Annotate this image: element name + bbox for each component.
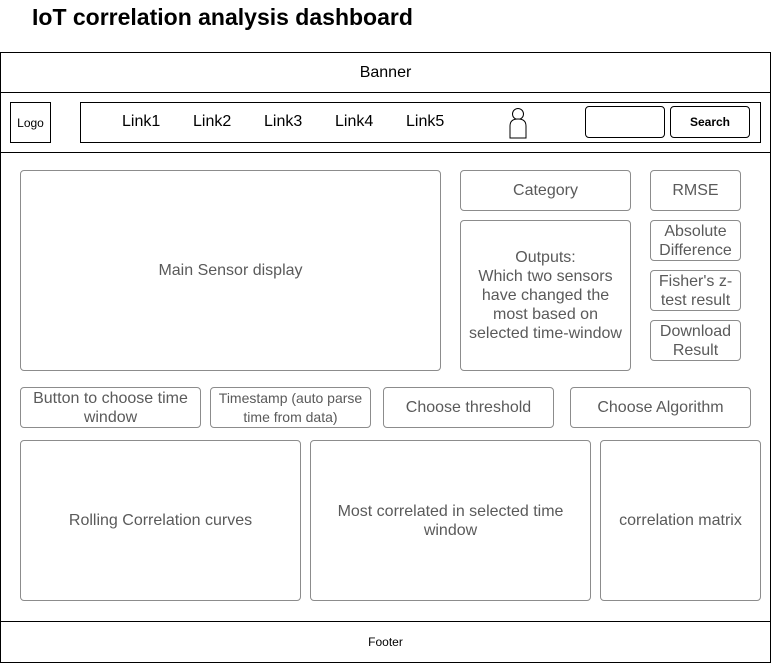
banner: Banner [0,52,771,93]
nav-link-2[interactable]: Link2 [193,113,232,130]
main-sensor-display: Main Sensor display [20,170,441,371]
user-icon[interactable] [507,106,529,139]
footer: Footer [0,622,771,662]
correlation-matrix-panel: correlation matrix [600,440,761,601]
logo[interactable]: Logo [10,102,51,143]
fisher-z-label: Fisher's z-test result [658,272,733,309]
nav-link-5[interactable]: Link5 [406,113,445,130]
fisher-z-button[interactable]: Fisher's z-test result [650,270,741,311]
download-result-label: Download Result [659,322,732,359]
footer-divider [0,621,771,622]
nav-link-4[interactable]: Link4 [335,113,374,130]
outputs-panel: Outputs: Which two sensors have changed … [460,220,631,371]
search-input[interactable] [585,106,665,138]
rolling-correlation-panel: Rolling Correlation curves [20,440,301,601]
correlation-matrix-label: correlation matrix [619,512,742,529]
algorithm-label: Choose Algorithm [597,399,724,416]
timestamp-field[interactable]: Timestamp (auto parse time from data) [210,387,371,428]
most-correlated-panel: Most correlated in selected time window [310,440,591,601]
nav-link-1[interactable]: Link1 [122,113,161,130]
main-sensor-display-label: Main Sensor display [158,262,303,279]
most-correlated-label: Most correlated in selected time window [337,502,564,539]
algorithm-button[interactable]: Choose Algorithm [570,387,751,428]
nav-link-3[interactable]: Link3 [264,113,303,130]
logo-label: Logo [17,115,44,130]
footer-label: Footer [368,635,403,649]
search-button[interactable]: Search [670,106,750,138]
rmse-label: RMSE [672,182,719,199]
time-window-label: Button to choose time window [33,389,188,426]
outputs-label: Outputs: Which two sensors have changed … [469,249,622,342]
page-title: IoT correlation analysis dashboard [32,4,413,30]
rolling-correlation-label: Rolling Correlation curves [68,512,253,529]
threshold-label: Choose threshold [405,399,532,416]
nav-divider [0,152,771,153]
download-result-button[interactable]: Download Result [650,320,741,361]
category-label: Category [513,182,578,199]
banner-label: Banner [359,63,412,81]
absolute-difference-button[interactable]: Absolute Difference [650,220,741,261]
search-button-label: Search [689,115,731,129]
rmse-button[interactable]: RMSE [650,170,741,211]
category-button[interactable]: Category [460,170,631,211]
time-window-button[interactable]: Button to choose time window [20,387,201,428]
absolute-difference-label: Absolute Difference [659,222,732,259]
timestamp-label: Timestamp (auto parse time from data) [218,389,363,425]
threshold-button[interactable]: Choose threshold [383,387,554,428]
